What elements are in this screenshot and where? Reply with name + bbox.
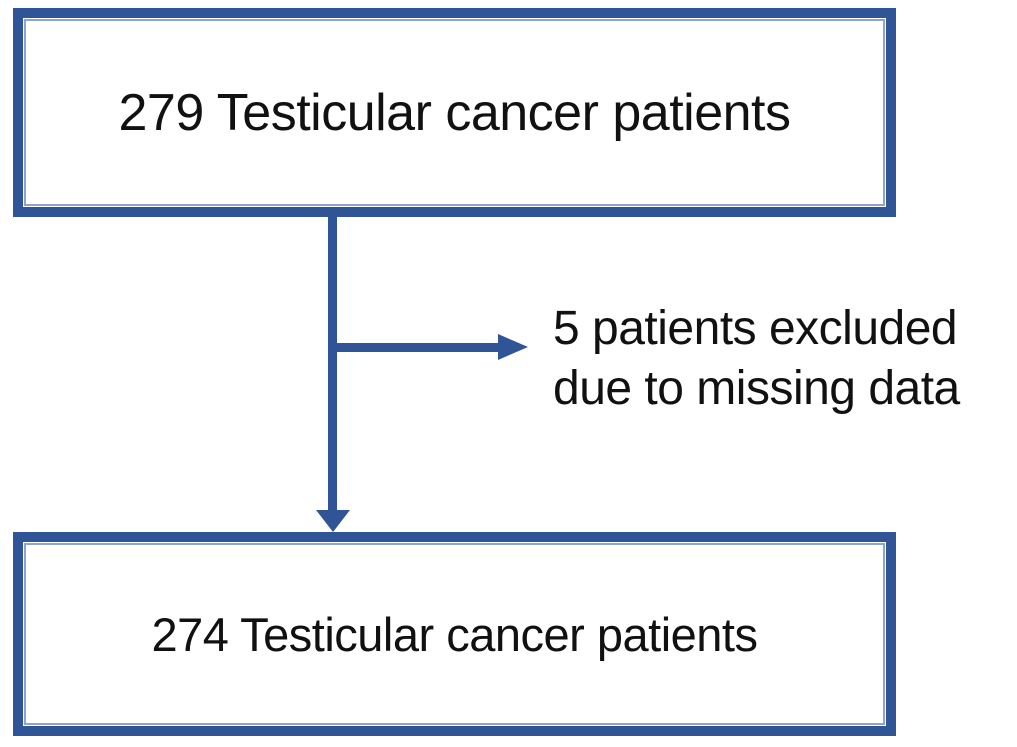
right-arrowhead-icon [498, 334, 528, 360]
down-arrow-shaft [328, 217, 337, 511]
exclusion-note-line1: 5 patients excluded [553, 302, 958, 355]
top-box-inner-border: 279 Testicular cancer patients [24, 19, 885, 206]
bottom-box-inner-border: 274 Testicular cancer patients [24, 543, 885, 725]
top-box: 279 Testicular cancer patients [13, 8, 896, 217]
exclusion-arrow-shaft [328, 343, 498, 352]
bottom-box-label: 274 Testicular cancer patients [151, 607, 758, 661]
exclusion-note-line2: due to missing data [553, 362, 960, 415]
bottom-box: 274 Testicular cancer patients [13, 532, 896, 736]
top-box-label: 279 Testicular cancer patients [118, 83, 792, 142]
exclusion-note: 5 patients excluded due to missing data [553, 299, 960, 419]
down-arrowhead-icon [316, 510, 350, 532]
